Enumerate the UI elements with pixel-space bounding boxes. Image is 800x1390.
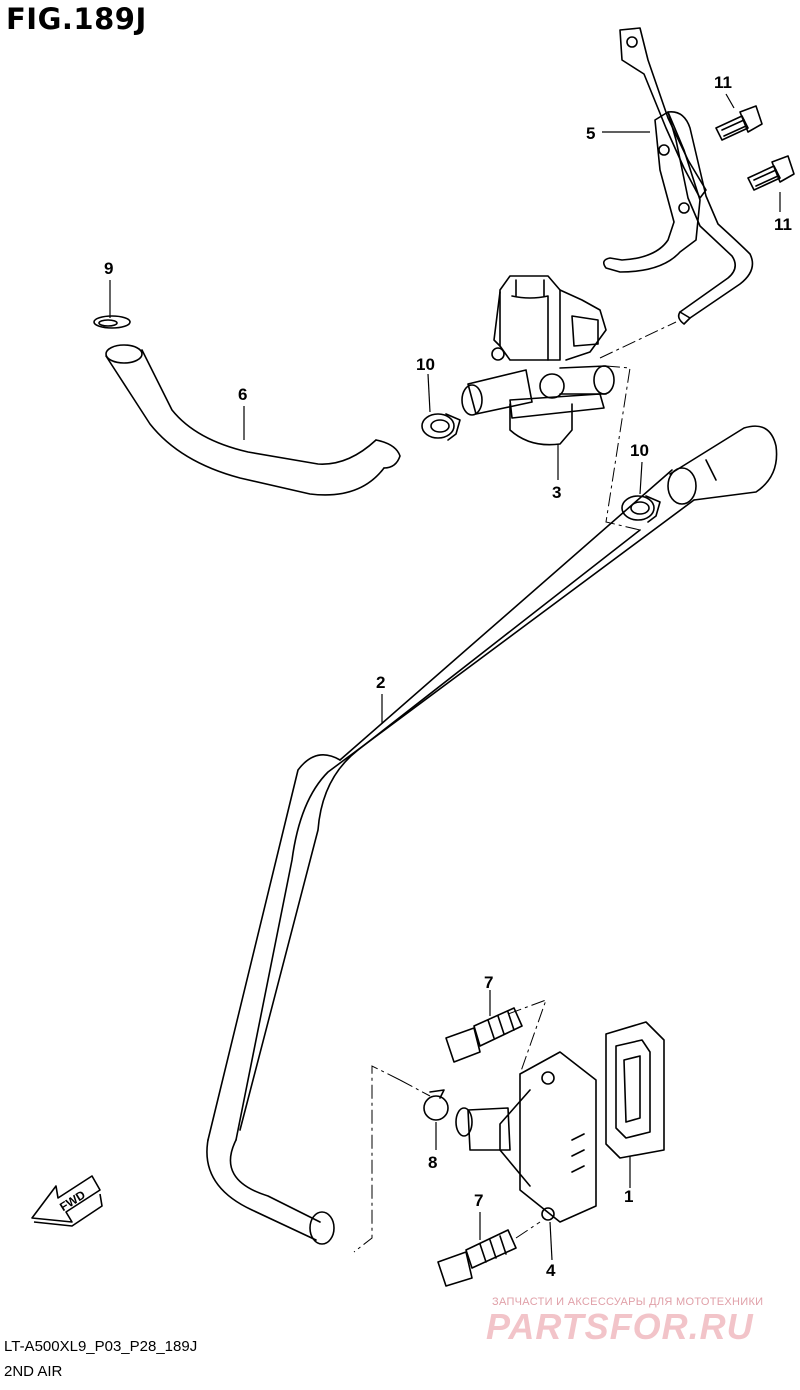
clamp-part-10-left — [421, 413, 461, 441]
callout-part-3: 3 — [552, 483, 561, 502]
forward-arrow-icon: FWD — [31, 1175, 103, 1227]
watermark-brand: PARTSFOR.RU — [486, 1306, 754, 1347]
callout-part-4: 4 — [546, 1261, 556, 1280]
figure-title: FIG.189J — [6, 2, 147, 36]
callout-part-9: 9 — [104, 259, 113, 278]
callout-part-6: 6 — [238, 385, 247, 404]
callout-part-7-upper: 7 — [484, 973, 493, 992]
leader-lines — [109, 93, 781, 1261]
reed-valve-cover-part-4 — [455, 1051, 597, 1223]
bolt-part-7-upper — [445, 1007, 523, 1063]
bolt-part-11-upper — [715, 105, 763, 141]
callout-part-2: 2 — [376, 673, 385, 692]
watermark-tagline: ЗАПЧАСТИ И АКСЕССУАРЫ ДЛЯ МОТОТЕХНИКИ — [492, 1296, 764, 1308]
bolt-part-7-lower — [437, 1229, 517, 1287]
callout-part-7-lower: 7 — [474, 1191, 483, 1210]
callout-part-10-left: 10 — [416, 355, 435, 374]
valve-part-3 — [461, 275, 615, 446]
diagram-code: LT-A500XL9_P03_P28_189J — [4, 1338, 198, 1355]
callout-part-5: 5 — [586, 124, 595, 143]
callout-part-10-right: 10 — [630, 441, 649, 460]
assembly-guide-lines — [353, 321, 677, 1253]
hose-part-2 — [206, 425, 778, 1245]
ring-part-9 — [93, 315, 131, 329]
bracket-pipe-part-5 — [602, 27, 754, 325]
callout-part-11-upper: 11 — [714, 73, 732, 92]
gasket-part-1 — [605, 1021, 665, 1159]
callout-part-11-lower: 11 — [774, 215, 792, 234]
bolt-part-11-lower — [747, 155, 795, 191]
callout-part-8: 8 — [428, 1153, 437, 1172]
diagram-name: 2ND AIR — [4, 1363, 63, 1380]
snap-ring-part-8 — [423, 1089, 449, 1121]
callout-part-1: 1 — [624, 1187, 633, 1206]
hose-part-6 — [105, 344, 401, 496]
clamp-part-10-right — [621, 495, 661, 523]
